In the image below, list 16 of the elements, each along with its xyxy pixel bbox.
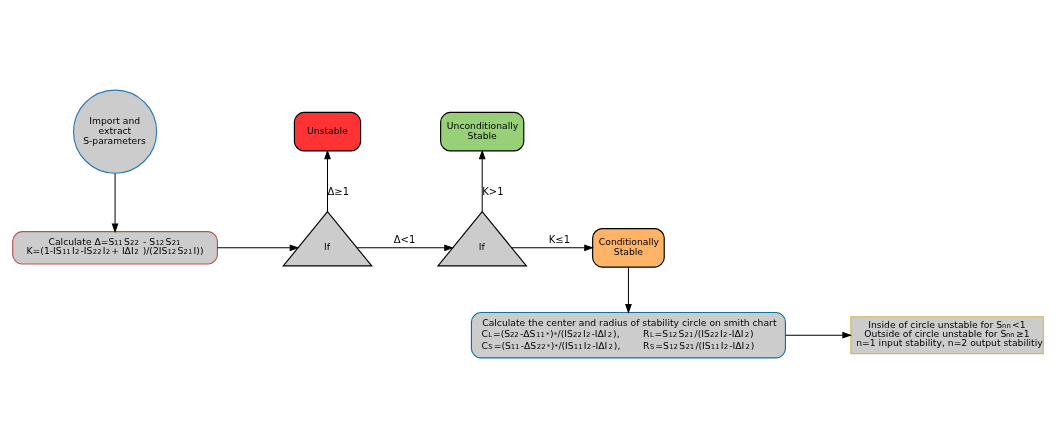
arrow xyxy=(111,172,119,232)
edge-label: Δ≥1 xyxy=(327,185,350,197)
edge-label: K>1 xyxy=(482,185,504,197)
node-box: Conditionally Stable xyxy=(592,227,665,268)
arrow xyxy=(479,150,486,212)
node-circle: Import and extract S-parameters xyxy=(72,89,158,174)
arrow xyxy=(356,244,453,251)
arrow xyxy=(324,150,331,212)
edge-label: K≤1 xyxy=(548,233,571,245)
arrow xyxy=(785,331,852,338)
arrow xyxy=(217,244,299,251)
arrow xyxy=(511,244,593,251)
node-box: Unstable xyxy=(293,111,362,151)
edge-label: Δ<1 xyxy=(393,233,416,245)
node-box: Unconditionally Stable xyxy=(440,111,525,151)
arrow xyxy=(625,266,632,313)
